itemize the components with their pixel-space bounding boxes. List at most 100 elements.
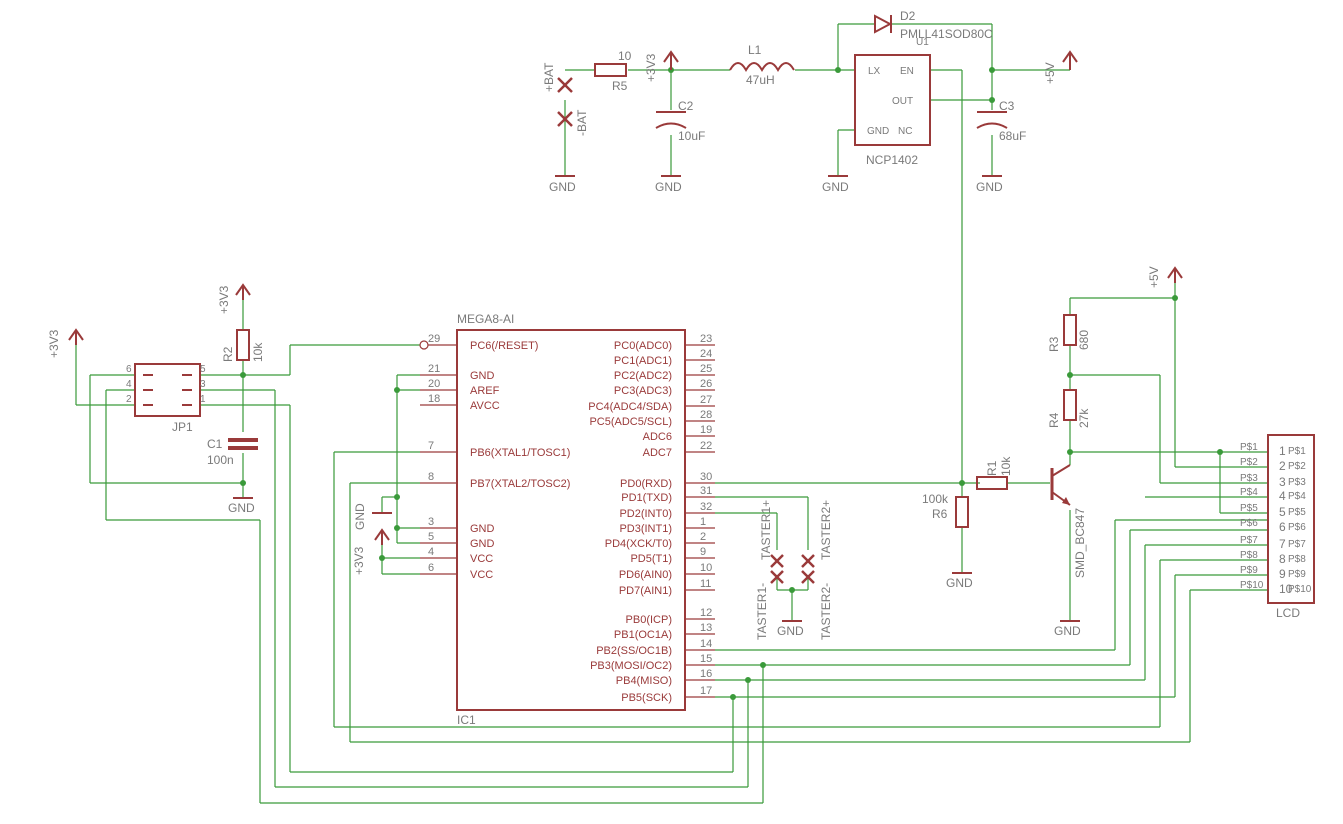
ic1-pin-number: 12 [700, 607, 712, 619]
l1-name: L1 [748, 43, 762, 57]
ic1-pin-label: VCC [470, 553, 493, 565]
d2-name: D2 [900, 9, 916, 23]
ic1-pin-number: 9 [700, 546, 706, 558]
microcontroller-ic1: MEGA8-AI IC1 29PC6(/RESET)21GND20AREF18A… [419, 312, 715, 727]
r1-name: R1 [985, 460, 999, 476]
ic1-pin-label: PD1(TXD) [621, 492, 672, 504]
ic1-pin-number: 26 [700, 378, 712, 390]
v33-label-r2: +3V3 [217, 285, 231, 314]
ic1-pin-number: 31 [700, 485, 712, 497]
jp1-pin-6: 6 [126, 364, 132, 375]
ic1-pin-label: ADC6 [643, 431, 672, 443]
regulator-u1: U1 LX EN OUT GND NC NCP1402 [854, 37, 931, 167]
lcd-pad-label: P$2 [1240, 457, 1258, 468]
taster2-alt: TASTER2+ [819, 500, 833, 560]
taster1-name: TASTER1- [755, 583, 769, 640]
taster2-name: TASTER2- [819, 583, 833, 640]
r5-value: 10 [618, 49, 632, 63]
r1-value: 10k [999, 456, 1013, 476]
lcd-pad-label: P$7 [1240, 535, 1258, 546]
ic1-pin-number: 29 [428, 333, 440, 345]
r4-value: 27k [1077, 408, 1091, 428]
v33-label-left: +3V3 [47, 329, 61, 358]
r2-name: R2 [221, 346, 235, 362]
pos-bat-symbol: +BAT [542, 62, 573, 93]
ic1-pin-number: 21 [428, 363, 440, 375]
ic1-pin-number: 24 [700, 348, 712, 360]
ic1-pin-number: 18 [428, 393, 440, 405]
v33-supply-top: +3V3 [644, 50, 679, 82]
r5-name: R5 [612, 79, 628, 93]
resistor-r1: R1 10k [976, 456, 1013, 490]
ic1-pin-number: 5 [428, 531, 434, 543]
ic1-pin-label: PB2(SS/OC1B) [596, 645, 672, 657]
junctions [240, 67, 1223, 700]
lcd-pad-inner: P$4 [1288, 491, 1306, 502]
ic1-pin-label: PC3(ADC3) [614, 385, 672, 397]
lcd-pin-number: 5 [1279, 505, 1286, 519]
gnd-r6-label: GND [946, 576, 973, 590]
ic1-pin-label: PD3(INT1) [619, 523, 672, 535]
v5-supply-right: +5V [1147, 266, 1183, 288]
gnd-taster: GND [777, 620, 804, 638]
inductor-l1: L1 47uH [729, 43, 795, 87]
ic1-pin-label: PC1(ADC1) [614, 355, 672, 367]
resistor-r3: R3 680 [1047, 314, 1091, 352]
r4-name: R4 [1047, 412, 1061, 428]
v5-label-top: +5V [1043, 62, 1057, 84]
ic1-pin-number: 20 [428, 378, 440, 390]
ic1-pin-label: GND [470, 370, 495, 382]
ic1-pin-label: ADC7 [643, 447, 672, 459]
lcd-pad-label: P$4 [1240, 487, 1258, 498]
ic1-pin-label: GND [470, 523, 495, 535]
ic1-pin-label: PB0(ICP) [626, 614, 672, 626]
ic1-pin-number: 10 [700, 562, 712, 574]
gnd-c1: GND [228, 497, 255, 515]
lcd-pad-inner: P$6 [1288, 522, 1306, 533]
ic1-pin-label: VCC [470, 569, 493, 581]
r2-value: 10k [251, 342, 265, 362]
ic1-pin-number: 25 [700, 363, 712, 375]
ic1-pin-number: 3 [428, 516, 434, 528]
lcd-pin-number: 2 [1279, 459, 1286, 473]
ic1-pin-label: PC6(/RESET) [470, 340, 538, 352]
lcd-pin-number: 1 [1279, 444, 1286, 458]
t1-name: SMD_BC847 [1073, 508, 1087, 578]
button-taster1: TASTER1- TASTER1+ [755, 500, 784, 640]
v33-label-ic: +3V3 [352, 546, 366, 575]
c1-name: C1 [207, 437, 223, 451]
neg-bat-label: -BAT [575, 109, 589, 136]
gnd-c1-label: GND [228, 501, 255, 515]
lcd-pad-inner: P$2 [1288, 461, 1306, 472]
ic1-pin-label: PC4(ADC4/SDA) [588, 401, 672, 413]
gnd-bat-label: GND [549, 180, 576, 194]
c1-value: 100n [207, 453, 234, 467]
capacitor-c3: C3 68uF [976, 99, 1026, 143]
wires [75, 23, 1268, 804]
